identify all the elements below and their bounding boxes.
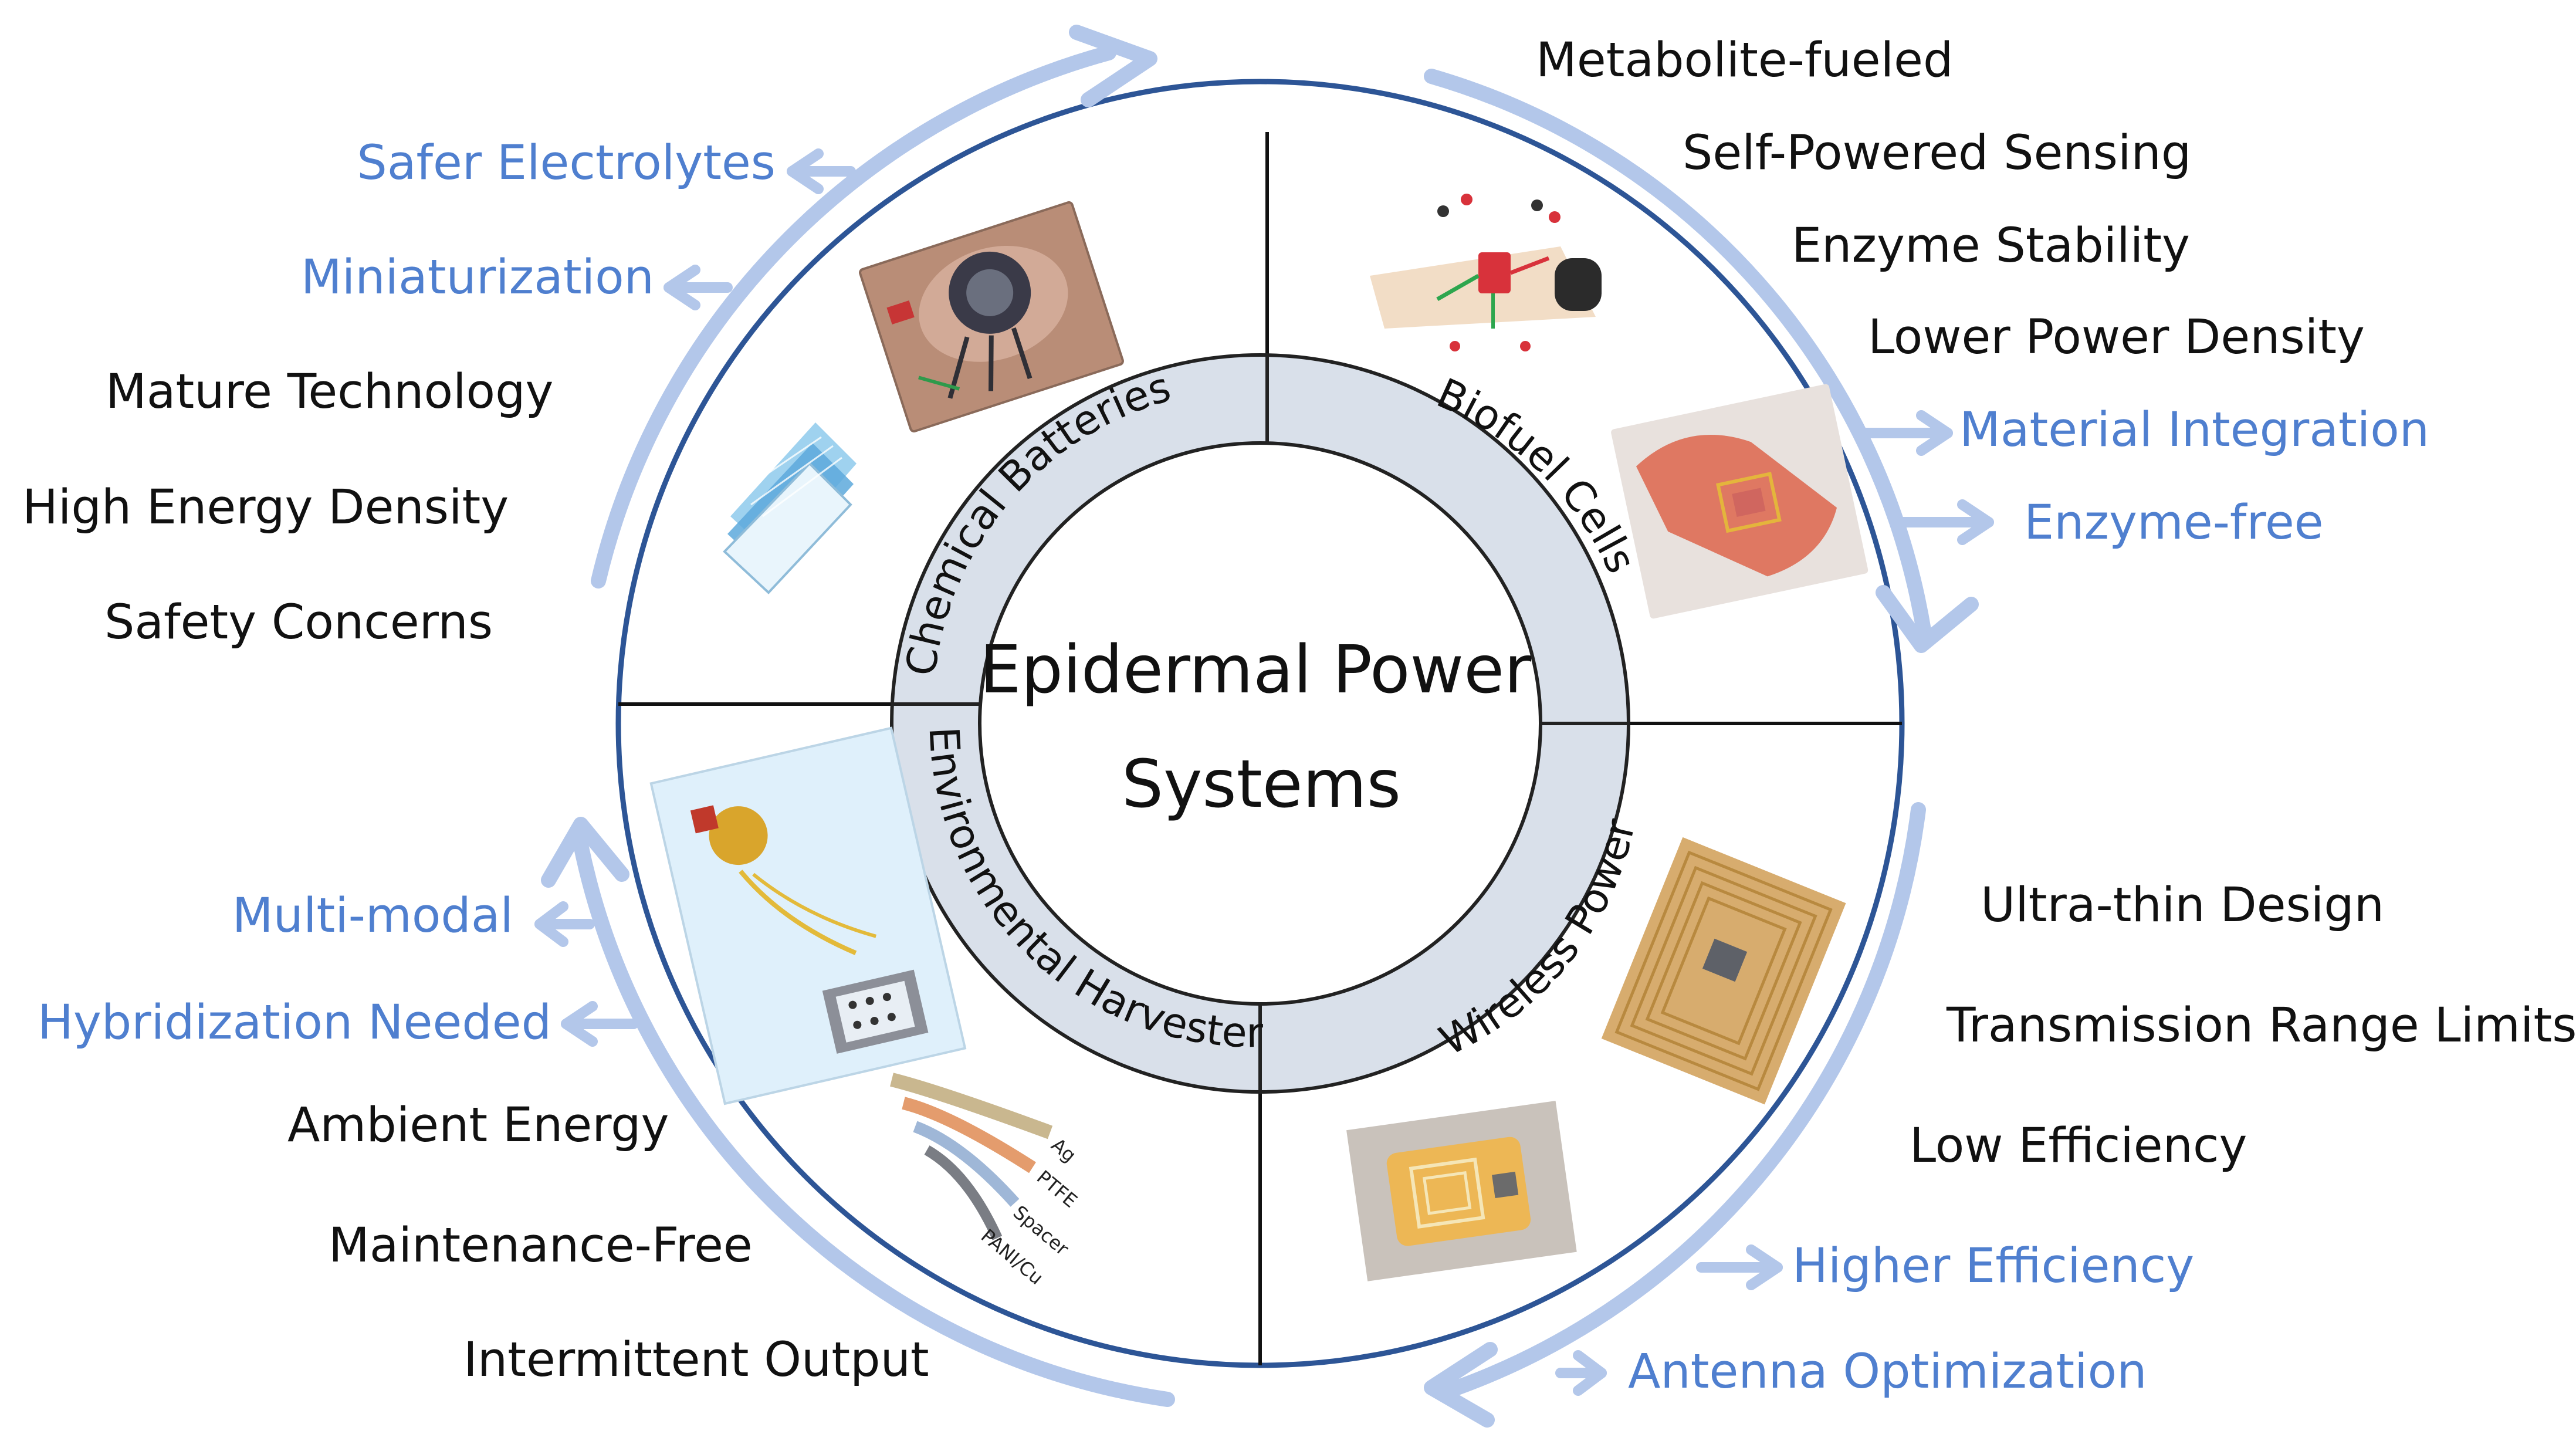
- arrowhead-right: [1876, 585, 1979, 653]
- label-ultra-thin-design: Ultra-thin Design: [1981, 878, 2384, 933]
- label-enzyme-free: Enzyme-free: [2024, 495, 2324, 550]
- label-maintenance-free: Maintenance-Free: [329, 1218, 753, 1273]
- label-self-powered-sensing: Self-Powered Sensing: [1683, 126, 2191, 181]
- label-high-energy-density: High Energy Density: [22, 480, 509, 535]
- arc-chemical-batteries: [591, 45, 1116, 589]
- label-intermittent-output: Intermittent Output: [463, 1332, 929, 1388]
- wireless-coil-photo: [1601, 837, 1846, 1105]
- label-miniaturization: Miniaturization: [301, 250, 654, 305]
- layered-battery-illustration: [723, 422, 857, 594]
- arc-arrowheads: [541, 25, 1979, 1428]
- label-hybridization-needed: Hybridization Needed: [38, 995, 551, 1050]
- label-safer-electrolytes: Safer Electrolytes: [357, 136, 776, 191]
- label-multi-modal: Multi-modal: [232, 888, 513, 943]
- label-higher-efficiency: Higher Efficiency: [1792, 1239, 2194, 1294]
- label-enzyme-stability: Enzyme Stability: [1792, 218, 2190, 273]
- arc-biofuel-cells: [1424, 69, 1932, 641]
- biofuel-arm-illustration: [1370, 194, 1602, 351]
- layer-stack-illustration: Ag PTFE Spacer PANI/Cu: [890, 1073, 1082, 1289]
- arrowhead-top: [1069, 25, 1157, 107]
- arc-wireless-power: [1441, 802, 1926, 1398]
- triboelectric-harvester-illustration: [649, 726, 967, 1105]
- pointer-arrows: [534, 148, 1994, 1396]
- wrist-battery-photo: [859, 201, 1124, 433]
- center-disc: [978, 441, 1542, 1006]
- layer-label-ag: Ag: [1047, 1134, 1081, 1166]
- center-title-line1: Epidermal Power: [980, 632, 1532, 708]
- flow-arrows: [573, 45, 1932, 1407]
- arrowhead-left: [541, 817, 629, 888]
- layer-label-ptfe: PTFE: [1033, 1166, 1082, 1212]
- label-safety-concerns: Safety Concerns: [104, 595, 493, 650]
- label-low-efficiency: Low Efficiency: [1910, 1118, 2247, 1173]
- label-transmission-range-limits: Transmission Range Limits: [1946, 998, 2576, 1053]
- arrowhead-bottom: [1424, 1342, 1498, 1428]
- hand-biofuel-photo: [1611, 384, 1868, 619]
- center-title-line2: Systems: [1122, 746, 1401, 823]
- label-mature-technology: Mature Technology: [106, 364, 553, 420]
- arc-environmental-harvesters: [573, 837, 1175, 1407]
- label-lower-power-density: Lower Power Density: [1868, 310, 2365, 365]
- label-ambient-energy: Ambient Energy: [287, 1098, 669, 1153]
- label-metabolite-fueled: Metabolite-fueled: [1536, 33, 1953, 88]
- wireless-skin-patch-photo: [1346, 1101, 1577, 1281]
- label-material-integration: Material Integration: [1959, 403, 2429, 458]
- label-antenna-optimization: Antenna Optimization: [1628, 1344, 2147, 1399]
